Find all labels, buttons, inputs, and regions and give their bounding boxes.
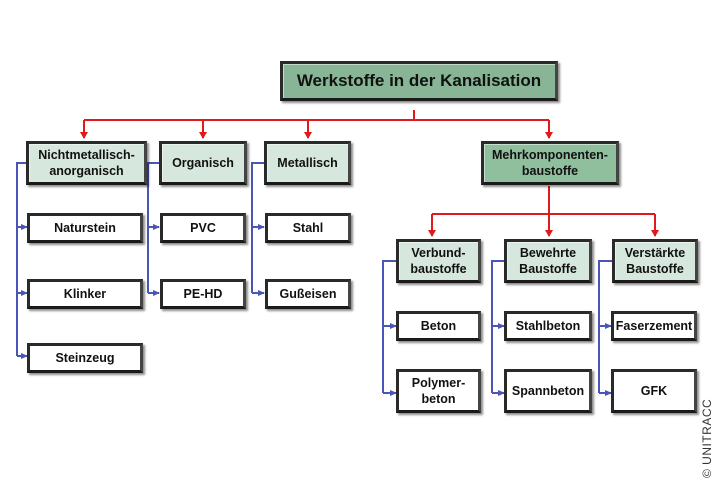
leaf-gfk: GFK — [611, 369, 697, 413]
root-connector — [84, 110, 549, 121]
category-nichtmetallisch: Nichtmetallisch- anorganisch — [26, 141, 147, 185]
subcategory-verbund: Verbund- baustoffe — [396, 239, 481, 283]
bracket-verbund — [382, 260, 396, 393]
mk-connector — [432, 186, 655, 215]
leaf-pvc: PVC — [160, 213, 246, 243]
bracket-bewehrte — [491, 260, 504, 393]
root-node: Werkstoffe in der Kanalisation — [280, 61, 558, 101]
category-metallisch: Metallisch — [264, 141, 351, 185]
leaf-spannbeton: Spannbeton — [504, 369, 592, 413]
leaf-klinker: Klinker — [27, 279, 143, 309]
bracket-organisch — [147, 162, 159, 293]
bracket-metallisch — [251, 162, 264, 293]
copyright-notice: © UNITRACC — [700, 398, 714, 478]
leaf-faserzement: Faserzement — [611, 311, 697, 341]
leaf-stahl: Stahl — [265, 213, 351, 243]
category-organisch: Organisch — [159, 141, 247, 185]
leaf-pe-hd: PE-HD — [160, 279, 246, 309]
leaf-beton: Beton — [396, 311, 481, 341]
leaf-steinzeug: Steinzeug — [27, 343, 143, 373]
category-mehrkomponenten: Mehrkomponenten- baustoffe — [481, 141, 619, 185]
subcategory-verstaerkte: Verstärkte Baustoffe — [612, 239, 698, 283]
leaf-naturstein: Naturstein — [27, 213, 143, 243]
leaf-stahlbeton: Stahlbeton — [504, 311, 592, 341]
leaf-polymerbeton: Polymer- beton — [396, 369, 481, 413]
bracket-verstaerkte — [598, 260, 612, 393]
bracket-nichtmetallisch — [16, 162, 26, 356]
subcategory-bewehrte: Bewehrte Baustoffe — [504, 239, 592, 283]
leaf-gusseisen: Gußeisen — [265, 279, 351, 309]
